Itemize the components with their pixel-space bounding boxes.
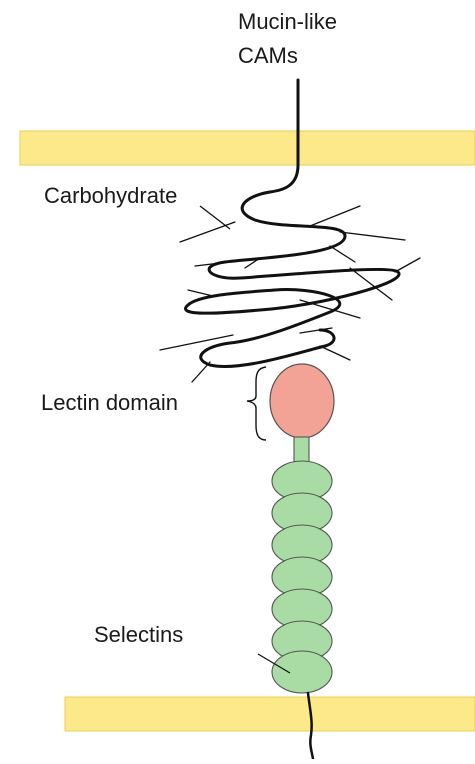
selectins-label: Selectins — [94, 622, 183, 648]
bottom-membrane — [65, 697, 475, 731]
mucin-label-line1: Mucin-like — [238, 9, 337, 35]
selectin-unit — [272, 651, 332, 693]
carbohydrate-pointer — [200, 206, 230, 229]
mucin-label-line2: CAMs — [238, 43, 298, 69]
top-membrane — [20, 131, 475, 165]
lectin-bracket — [247, 367, 266, 440]
selectin-chain — [272, 461, 332, 693]
carbohydrate-label: Carbohydrate — [44, 183, 177, 209]
lectin-domain — [270, 364, 334, 438]
mucin-cam-strand — [186, 80, 400, 366]
lectin-domain-label: Lectin domain — [41, 390, 178, 416]
